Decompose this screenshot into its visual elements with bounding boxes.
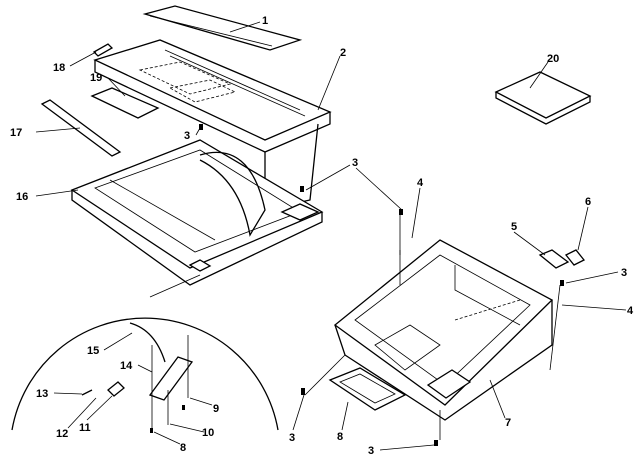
callout-13: 13 [36, 388, 48, 400]
callout-3: 3 [184, 130, 190, 142]
callout-7: 7 [505, 417, 511, 429]
callout-3: 3 [289, 432, 295, 444]
callout-10: 10 [202, 427, 214, 439]
callout-5: 5 [511, 221, 517, 233]
callout-4: 4 [417, 177, 424, 189]
part-16-base-frame [70, 139, 324, 286]
callout-6: 6 [585, 196, 591, 208]
callout-19: 19 [90, 72, 102, 84]
callout-4: 4 [627, 305, 634, 317]
callout-2: 2 [340, 47, 346, 59]
inset-detail-circle [11, 274, 279, 431]
callout-11: 11 [79, 422, 91, 434]
part-7-lower-base [333, 239, 554, 421]
callout-3: 3 [368, 445, 374, 457]
callout-3: 3 [352, 157, 358, 169]
leader-lines [35, 21, 627, 451]
part-19-plate [90, 87, 160, 119]
callout-labels: 1 2 18 19 20 17 3 3 16 4 6 5 3 4 15 14 1… [10, 15, 634, 457]
callout-8: 8 [337, 431, 343, 443]
callout-3: 3 [621, 267, 627, 279]
callout-8: 8 [180, 442, 186, 454]
callout-14: 14 [120, 360, 133, 372]
part-20-booklet [494, 71, 592, 125]
callout-12: 12 [56, 428, 68, 440]
part-5-6-brackets [538, 249, 586, 269]
part-8-keypad [328, 367, 407, 411]
callout-15: 15 [87, 345, 99, 357]
callout-1: 1 [262, 15, 268, 27]
callout-17: 17 [10, 127, 22, 139]
part-17-strip [40, 99, 122, 157]
part-18-clip [92, 43, 114, 57]
screws [150, 124, 564, 446]
part-1-top-strip [142, 5, 303, 51]
callout-20: 20 [547, 53, 559, 65]
callout-9: 9 [213, 403, 219, 415]
callout-18: 18 [53, 62, 65, 74]
callout-16: 16 [16, 191, 28, 203]
